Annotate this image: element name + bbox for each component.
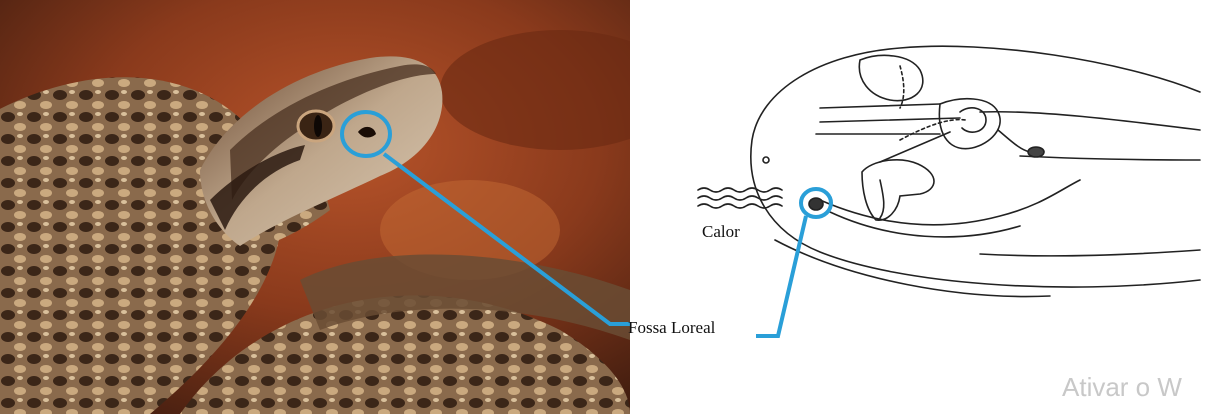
snake-photo [0, 0, 680, 414]
drawing-leader-line [756, 216, 806, 336]
snake-head-drawing [698, 46, 1200, 296]
calor-label: Calor [702, 222, 740, 242]
activation-watermark: Ativar o W [1062, 372, 1182, 403]
fossa-loreal-label: Fossa Loreal [628, 318, 715, 338]
